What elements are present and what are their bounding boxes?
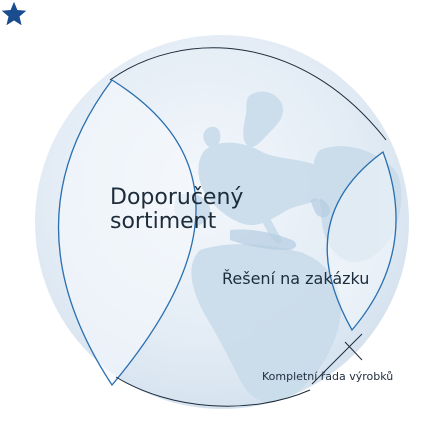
recommended-assortment-line2: sortiment [110, 209, 217, 235]
recommended-assortment-line1: Doporučený [110, 185, 244, 210]
bottom-arc [115, 376, 311, 407]
recommended-assortment-label: Doporučený sortiment [110, 185, 244, 235]
sea-accents [230, 198, 330, 250]
leader-line [311, 333, 363, 385]
right-tail-line [344, 341, 363, 361]
custom-lens [326, 150, 397, 332]
top-arc [109, 47, 387, 141]
complete-range-label: Kompletní řada výrobků [262, 370, 394, 383]
custom-solutions-label: Řešení na zakázku [222, 269, 370, 288]
landmasses [174, 91, 402, 404]
star-icon [1, 1, 27, 26]
recommended-lens [57, 79, 197, 387]
